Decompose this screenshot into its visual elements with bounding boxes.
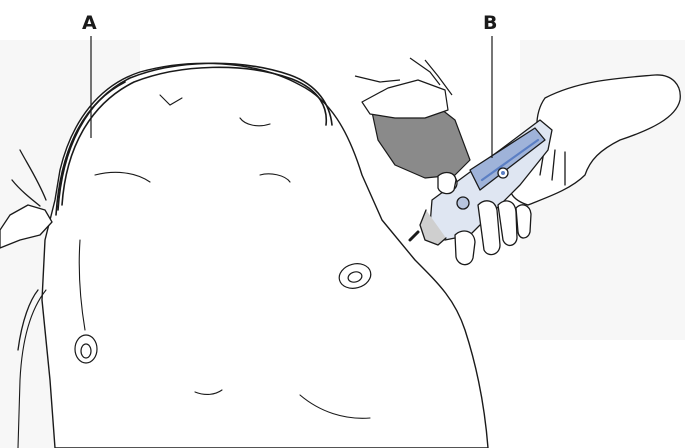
operator-sleeve xyxy=(355,58,470,178)
callout-label-a: A xyxy=(82,14,97,33)
callout-label-b: B xyxy=(483,14,497,33)
